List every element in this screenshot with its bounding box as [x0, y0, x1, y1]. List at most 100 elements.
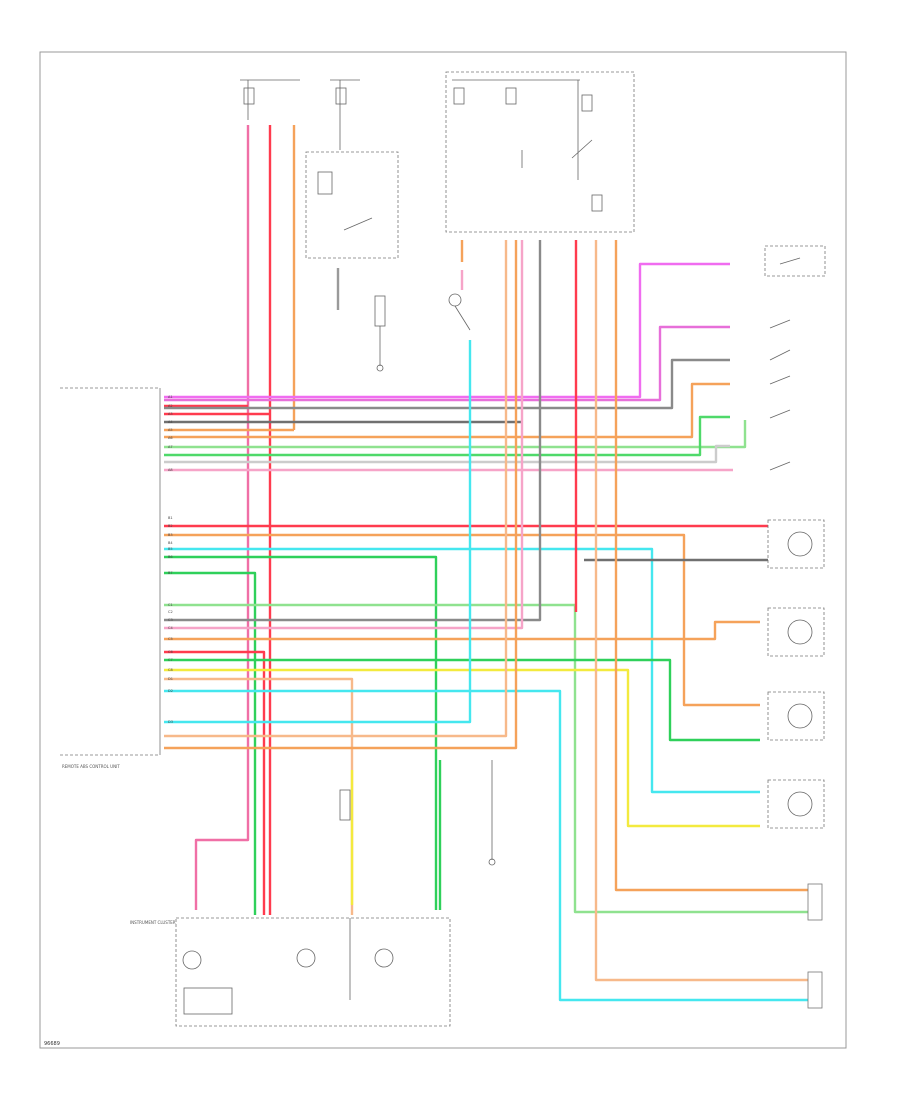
pin-label: C4 [168, 626, 173, 630]
right-components [764, 245, 826, 1009]
pin-label: B6 [168, 555, 173, 559]
brake-switch-contact-3 [769, 375, 791, 385]
pin-label: A8 [168, 468, 173, 472]
pin-label: C6 [168, 650, 173, 654]
wire-orange-right [614, 240, 808, 892]
brake-switch-contact-4 [769, 409, 791, 419]
clutch-switch-contact [779, 257, 801, 265]
ground-point-g200 [376, 364, 384, 372]
wire-pink-feed [194, 125, 250, 910]
lr-wheel-sensor-icon [787, 531, 813, 557]
fuse-6 [591, 194, 603, 212]
wire-magenta-a1-b [164, 325, 730, 402]
fuse-3 [453, 87, 465, 105]
pin-label: A6 [168, 436, 173, 440]
rf-solenoid-box [807, 971, 823, 1009]
controller-label: REMOTE ABS CONTROL UNIT [62, 764, 120, 769]
cluster-module [183, 987, 233, 1015]
cluster-label: INSTRUMENT CLUSTER [130, 920, 176, 925]
footer-code: 96689 [44, 1041, 60, 1047]
wire-yellow-c5 [164, 668, 760, 828]
wire-orange-c2 [164, 620, 760, 641]
instrument-cluster: INSTRUMENT CLUSTER [130, 917, 451, 1027]
pin-label: A2 [168, 404, 173, 408]
wire-green-c1 [164, 603, 808, 914]
stoplamp-link [454, 305, 471, 331]
wire-orange-brake [164, 382, 730, 439]
rr-wheel-sensor-box [767, 607, 825, 657]
lr-wheel-sensor-box [767, 519, 825, 569]
pin-label: A1 [168, 395, 173, 399]
fuse-1 [243, 87, 255, 105]
wire-cyan-d1 [164, 340, 472, 724]
wire-green-b7 [164, 571, 257, 915]
wire-cyan-b5 [164, 547, 760, 794]
ground-point-g100 [488, 858, 496, 866]
brake-switch-contact-2 [769, 349, 791, 361]
wire-peach-c6 [164, 677, 354, 915]
relay-coil [317, 171, 333, 195]
pin-label: A7 [168, 445, 173, 449]
pin-label: D2 [168, 689, 173, 693]
fuse-2 [335, 87, 347, 105]
wire-cyan-c7 [164, 689, 808, 1002]
pin-labels: A1A2A3A4A5A6A7A8B1B2B3B4B5B6B7C1C2C3C4C5… [168, 395, 173, 724]
cluster-box [175, 917, 451, 1027]
pin-label: C2 [168, 610, 173, 614]
wire-magenta-a1 [164, 262, 730, 399]
wire-grey-brake [164, 358, 730, 410]
pin-label: C8 [168, 668, 173, 672]
underhood-fuse-block [445, 71, 635, 233]
pin-label: A4 [168, 420, 173, 424]
pin-label: B1 [168, 516, 173, 520]
pin-label: C3 [168, 618, 173, 622]
wire-orange-b1 [164, 533, 760, 707]
diode-element [374, 295, 386, 327]
wire-pink-c9 [164, 240, 524, 630]
fuse-4 [505, 87, 517, 105]
pin-label: B3 [168, 533, 173, 537]
ground-fuse-box [339, 789, 351, 821]
fuse-relay-area [240, 71, 635, 366]
pin-label: B4 [168, 541, 173, 545]
traction-lamp-icon [374, 948, 394, 968]
pin-label: D1 [168, 677, 173, 681]
pin-label: A5 [168, 428, 173, 432]
wire-grey-c8 [164, 240, 542, 622]
clutch-switch-box [764, 245, 826, 277]
wire-peach-d2 [164, 240, 508, 738]
wire-green-c4 [164, 658, 760, 742]
relay-contact [343, 217, 373, 231]
rr-wheel-sensor-icon [787, 619, 813, 645]
wire-lightgreen-a6 [164, 420, 747, 449]
wire-white-sense [164, 444, 730, 464]
wire-orange-d3 [164, 240, 518, 750]
pin-label: B2 [168, 524, 173, 528]
rf-wheel-sensor-box [767, 691, 825, 741]
brake-lamp-icon [296, 948, 316, 968]
pin-label: D3 [168, 720, 173, 724]
pin-label: C5 [168, 637, 173, 641]
lf-solenoid-box [807, 883, 823, 921]
brake-switch-contact-5 [769, 461, 791, 471]
pin-label: B5 [168, 547, 173, 551]
stoplamp-switch [448, 293, 462, 307]
lf-wheel-sensor-box [767, 779, 825, 829]
diagram-frame [39, 51, 847, 1049]
rf-wheel-sensor-icon [787, 703, 813, 729]
brake-switch-contact [769, 319, 791, 329]
abs-lamp-icon [182, 950, 202, 970]
pin-label: C1 [168, 603, 173, 607]
wire-peach-right [594, 240, 808, 982]
relay-box [305, 151, 399, 259]
bottom-center-components [339, 364, 496, 866]
wire-green-b6 [164, 555, 438, 910]
wire-red-c3 [164, 650, 266, 915]
pin-label: B7 [168, 571, 173, 575]
fuse-5 [581, 94, 593, 112]
pin-label: C7 [168, 658, 173, 662]
wire-green-sense [164, 415, 730, 457]
hot-switch [571, 139, 593, 159]
abs-control-unit: REMOTE ABS CONTROL UNIT [60, 387, 161, 769]
